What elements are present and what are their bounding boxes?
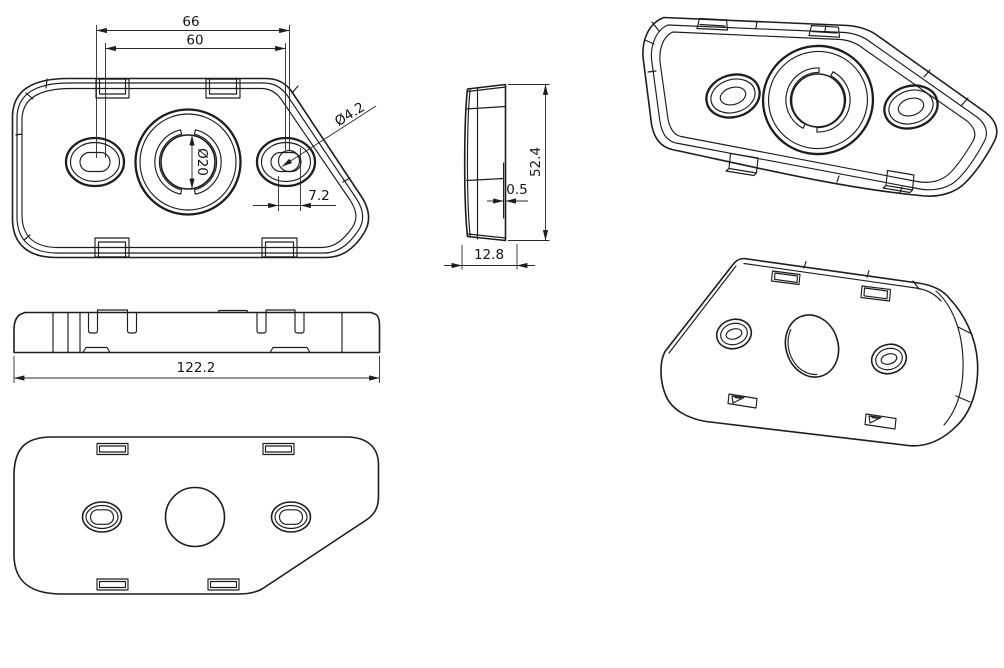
dim-front-center-dia: Ø20 xyxy=(189,135,210,189)
iso-back-center-hole xyxy=(784,314,840,378)
iso-back-view xyxy=(660,257,979,447)
iso-back-ticks xyxy=(803,260,973,403)
front-right-slot xyxy=(255,136,317,188)
iso-back-top-slots xyxy=(770,270,892,302)
dim-profile-length: 122.2 xyxy=(13,356,380,383)
iso-front-view xyxy=(642,16,998,197)
back-view xyxy=(13,436,380,595)
front-outline-inner xyxy=(21,87,357,249)
profile-view: 122.2 xyxy=(13,309,381,383)
dim-label-1222: 122.2 xyxy=(177,360,216,376)
front-view: 66 60 Ø20 Ø4.2 7.2 xyxy=(11,14,377,259)
dim-side-height: 52.4 xyxy=(508,84,550,241)
iso-front-ticks xyxy=(644,20,969,194)
iso-front-outline xyxy=(642,16,998,197)
iso-back-outline xyxy=(660,257,979,447)
iso-front-center-boss xyxy=(761,44,875,156)
profile-outline xyxy=(13,311,381,354)
iso-front-right-boss xyxy=(883,84,939,130)
side-view: 52.4 0.5 12.8 xyxy=(444,83,550,270)
profile-contours xyxy=(52,311,343,354)
iso-front-bottom-tabs xyxy=(725,152,915,194)
back-center-hole xyxy=(164,486,226,548)
back-outline xyxy=(13,436,380,595)
front-center-boss xyxy=(134,108,242,216)
dim-side-thickness: 12.8 xyxy=(444,244,535,270)
iso-front-rim-mid xyxy=(650,24,987,191)
iso-back-left-edge xyxy=(668,265,737,354)
back-tabs xyxy=(96,442,295,591)
dim-front-inner-span: 60 xyxy=(105,33,286,158)
dim-label-d20: Ø20 xyxy=(194,148,210,176)
iso-front-rim-inner xyxy=(659,31,976,183)
front-rim-ticks xyxy=(15,78,351,241)
front-left-slot xyxy=(64,136,126,188)
dim-label-72: 7.2 xyxy=(308,188,329,204)
dim-label-128: 12.8 xyxy=(474,247,504,263)
dim-label-05: 0.5 xyxy=(506,182,527,198)
iso-back-right-boss xyxy=(870,343,908,375)
dim-side-step: 0.5 xyxy=(487,182,528,204)
iso-back-bottom-latches xyxy=(727,393,897,430)
iso-back-side-band xyxy=(935,290,964,426)
side-outline xyxy=(463,83,507,242)
iso-front-left-boss xyxy=(705,73,761,119)
dim-label-524: 52.4 xyxy=(528,147,544,177)
iso-back-left-boss xyxy=(715,318,753,350)
back-right-slot xyxy=(270,501,312,533)
dim-front-outer-span: 66 xyxy=(96,14,290,158)
profile-notches xyxy=(87,311,305,334)
dim-label-d42: Ø4.2 xyxy=(332,99,368,130)
dim-label-60: 60 xyxy=(186,33,203,49)
front-tabs xyxy=(94,78,298,258)
dim-label-66: 66 xyxy=(182,14,199,30)
profile-bottom-recesses xyxy=(82,346,311,354)
iso-back-top-band xyxy=(743,262,942,302)
dim-front-slot-offset: 7.2 xyxy=(253,148,336,211)
iso-front-top-tabs xyxy=(696,17,841,38)
profile-tab-bumps xyxy=(96,309,296,314)
front-outline-outer xyxy=(11,77,370,259)
back-left-slot xyxy=(81,501,123,533)
